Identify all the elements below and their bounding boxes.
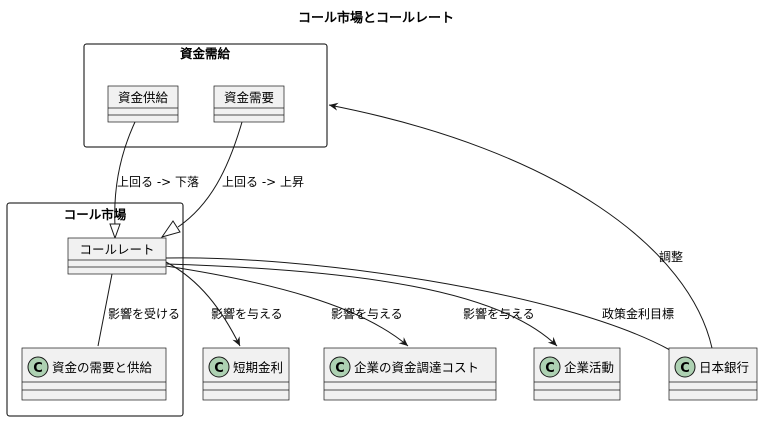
node-call-rate: コールレート	[67, 237, 167, 275]
class-icon	[674, 356, 696, 378]
diagram-title: コール市場とコールレート	[298, 10, 454, 26]
class-icon	[329, 356, 351, 378]
class-icon	[27, 356, 49, 378]
edge-rate-to-short	[165, 261, 241, 347]
node-fund-supply: 資金供給	[107, 85, 179, 123]
edge-demand-to-rate-label: 上回る -> 上昇	[222, 175, 304, 189]
edge-supply-to-rate-head	[109, 223, 121, 240]
class-short-rate: C 短期金利	[202, 347, 290, 401]
svg-text:C: C	[335, 361, 345, 376]
package-supply-demand: 資金需給	[83, 43, 328, 148]
edges: 上回る -> 下落 上回る -> 上昇 影響を受ける 影響を与える 影響を与える…	[97, 102, 713, 351]
node-call-rate-label: コールレート	[79, 242, 154, 257]
edge-demand-to-rate-head	[160, 220, 181, 238]
edge-boj-to-rate	[165, 257, 671, 351]
edge-demand-to-rate	[177, 121, 243, 228]
class-corp-activity-label: 企業活動	[564, 360, 614, 375]
edge-boj-to-sd-label: 調整	[659, 249, 683, 264]
class-icon	[208, 356, 230, 378]
edge-boj-to-rate-label: 政策金利目標	[602, 306, 674, 321]
node-fund-demand-label: 資金需要	[224, 90, 274, 105]
class-funding-cost: C 企業の資金調達コスト	[323, 347, 497, 401]
svg-text:C: C	[214, 361, 224, 376]
class-boj: C 日本銀行	[668, 347, 758, 401]
edge-supply-to-rate	[114, 121, 136, 227]
package-supply-demand-title: 資金需給	[180, 46, 231, 61]
class-corp-activity: C 企業活動	[533, 347, 621, 401]
class-boj-label: 日本銀行	[699, 360, 749, 375]
node-fund-demand: 資金需要	[213, 85, 285, 123]
edge-rate-to-cost	[165, 265, 409, 347]
svg-text:C: C	[680, 361, 690, 376]
edge-boj-to-sd	[328, 102, 713, 349]
edge-rate-to-cost-label: 影響を与える	[331, 306, 403, 321]
package-call-market: コール市場	[6, 202, 184, 417]
svg-text:C: C	[33, 361, 43, 376]
edge-rate-from-sd-label: 影響を受ける	[108, 306, 180, 321]
class-short-rate-label: 短期金利	[233, 360, 283, 375]
package-call-market-title: コール市場	[64, 207, 127, 222]
edge-rate-to-activity	[165, 263, 558, 347]
edge-supply-to-rate-label: 上回る -> 下落	[117, 175, 199, 189]
node-fund-supply-label: 資金供給	[118, 90, 169, 105]
class-funding-cost-label: 企業の資金調達コスト	[354, 360, 479, 375]
class-fund-supply-demand: C 資金の需要と供給	[21, 347, 167, 401]
edge-rate-to-activity-label: 影響を与える	[463, 306, 535, 321]
edge-rate-to-short-label: 影響を与える	[211, 306, 283, 321]
edge-rate-from-sd	[97, 273, 113, 347]
class-fund-supply-demand-label: 資金の需要と供給	[52, 360, 153, 375]
class-icon	[539, 356, 561, 378]
svg-text:C: C	[545, 361, 555, 376]
